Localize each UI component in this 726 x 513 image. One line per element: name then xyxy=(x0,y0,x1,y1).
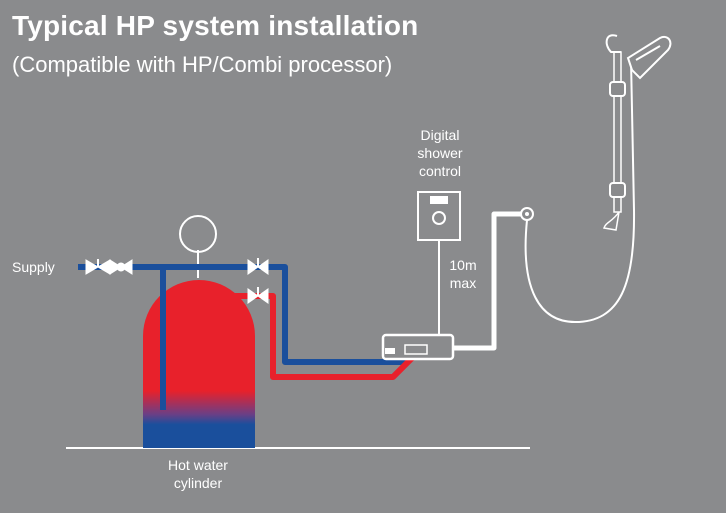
distance-label-line-1: 10m xyxy=(449,257,477,273)
processor-icon xyxy=(381,333,455,361)
shower-control-label-line-3: control xyxy=(418,163,462,179)
shower-control-icon xyxy=(417,191,461,241)
riser-rail xyxy=(603,34,626,231)
distance-label-line-2: max xyxy=(449,275,477,291)
distance-label: 10m max xyxy=(438,256,488,292)
shower-control-label-line-1: Digital xyxy=(420,127,460,143)
diagram-subtitle: (Compatible with HP/Combi processor) xyxy=(12,52,393,77)
cylinder-label-line-2: cylinder xyxy=(173,475,223,491)
valve-icon xyxy=(85,259,111,275)
shower-outlet-pipe xyxy=(453,211,527,351)
cylinder-label-line-1: Hot water xyxy=(168,457,228,473)
cylinder-label: Hot water cylinder xyxy=(148,456,248,492)
valve-icon xyxy=(247,287,269,304)
supply-label: Supply xyxy=(12,259,55,275)
shower-head-icon xyxy=(626,36,672,80)
shower-control-label-line-2: shower xyxy=(417,145,463,161)
valve-icon xyxy=(247,258,269,275)
shower-hose-icon xyxy=(524,59,636,324)
valve-icon xyxy=(109,259,133,275)
shower-control-label: Digital shower control xyxy=(400,126,480,180)
cold-supply-pipe xyxy=(78,264,408,365)
wall-outlet-icon xyxy=(520,207,534,221)
diagram-title: Typical HP system installation xyxy=(12,10,419,41)
hot-water-cylinder xyxy=(143,280,255,448)
